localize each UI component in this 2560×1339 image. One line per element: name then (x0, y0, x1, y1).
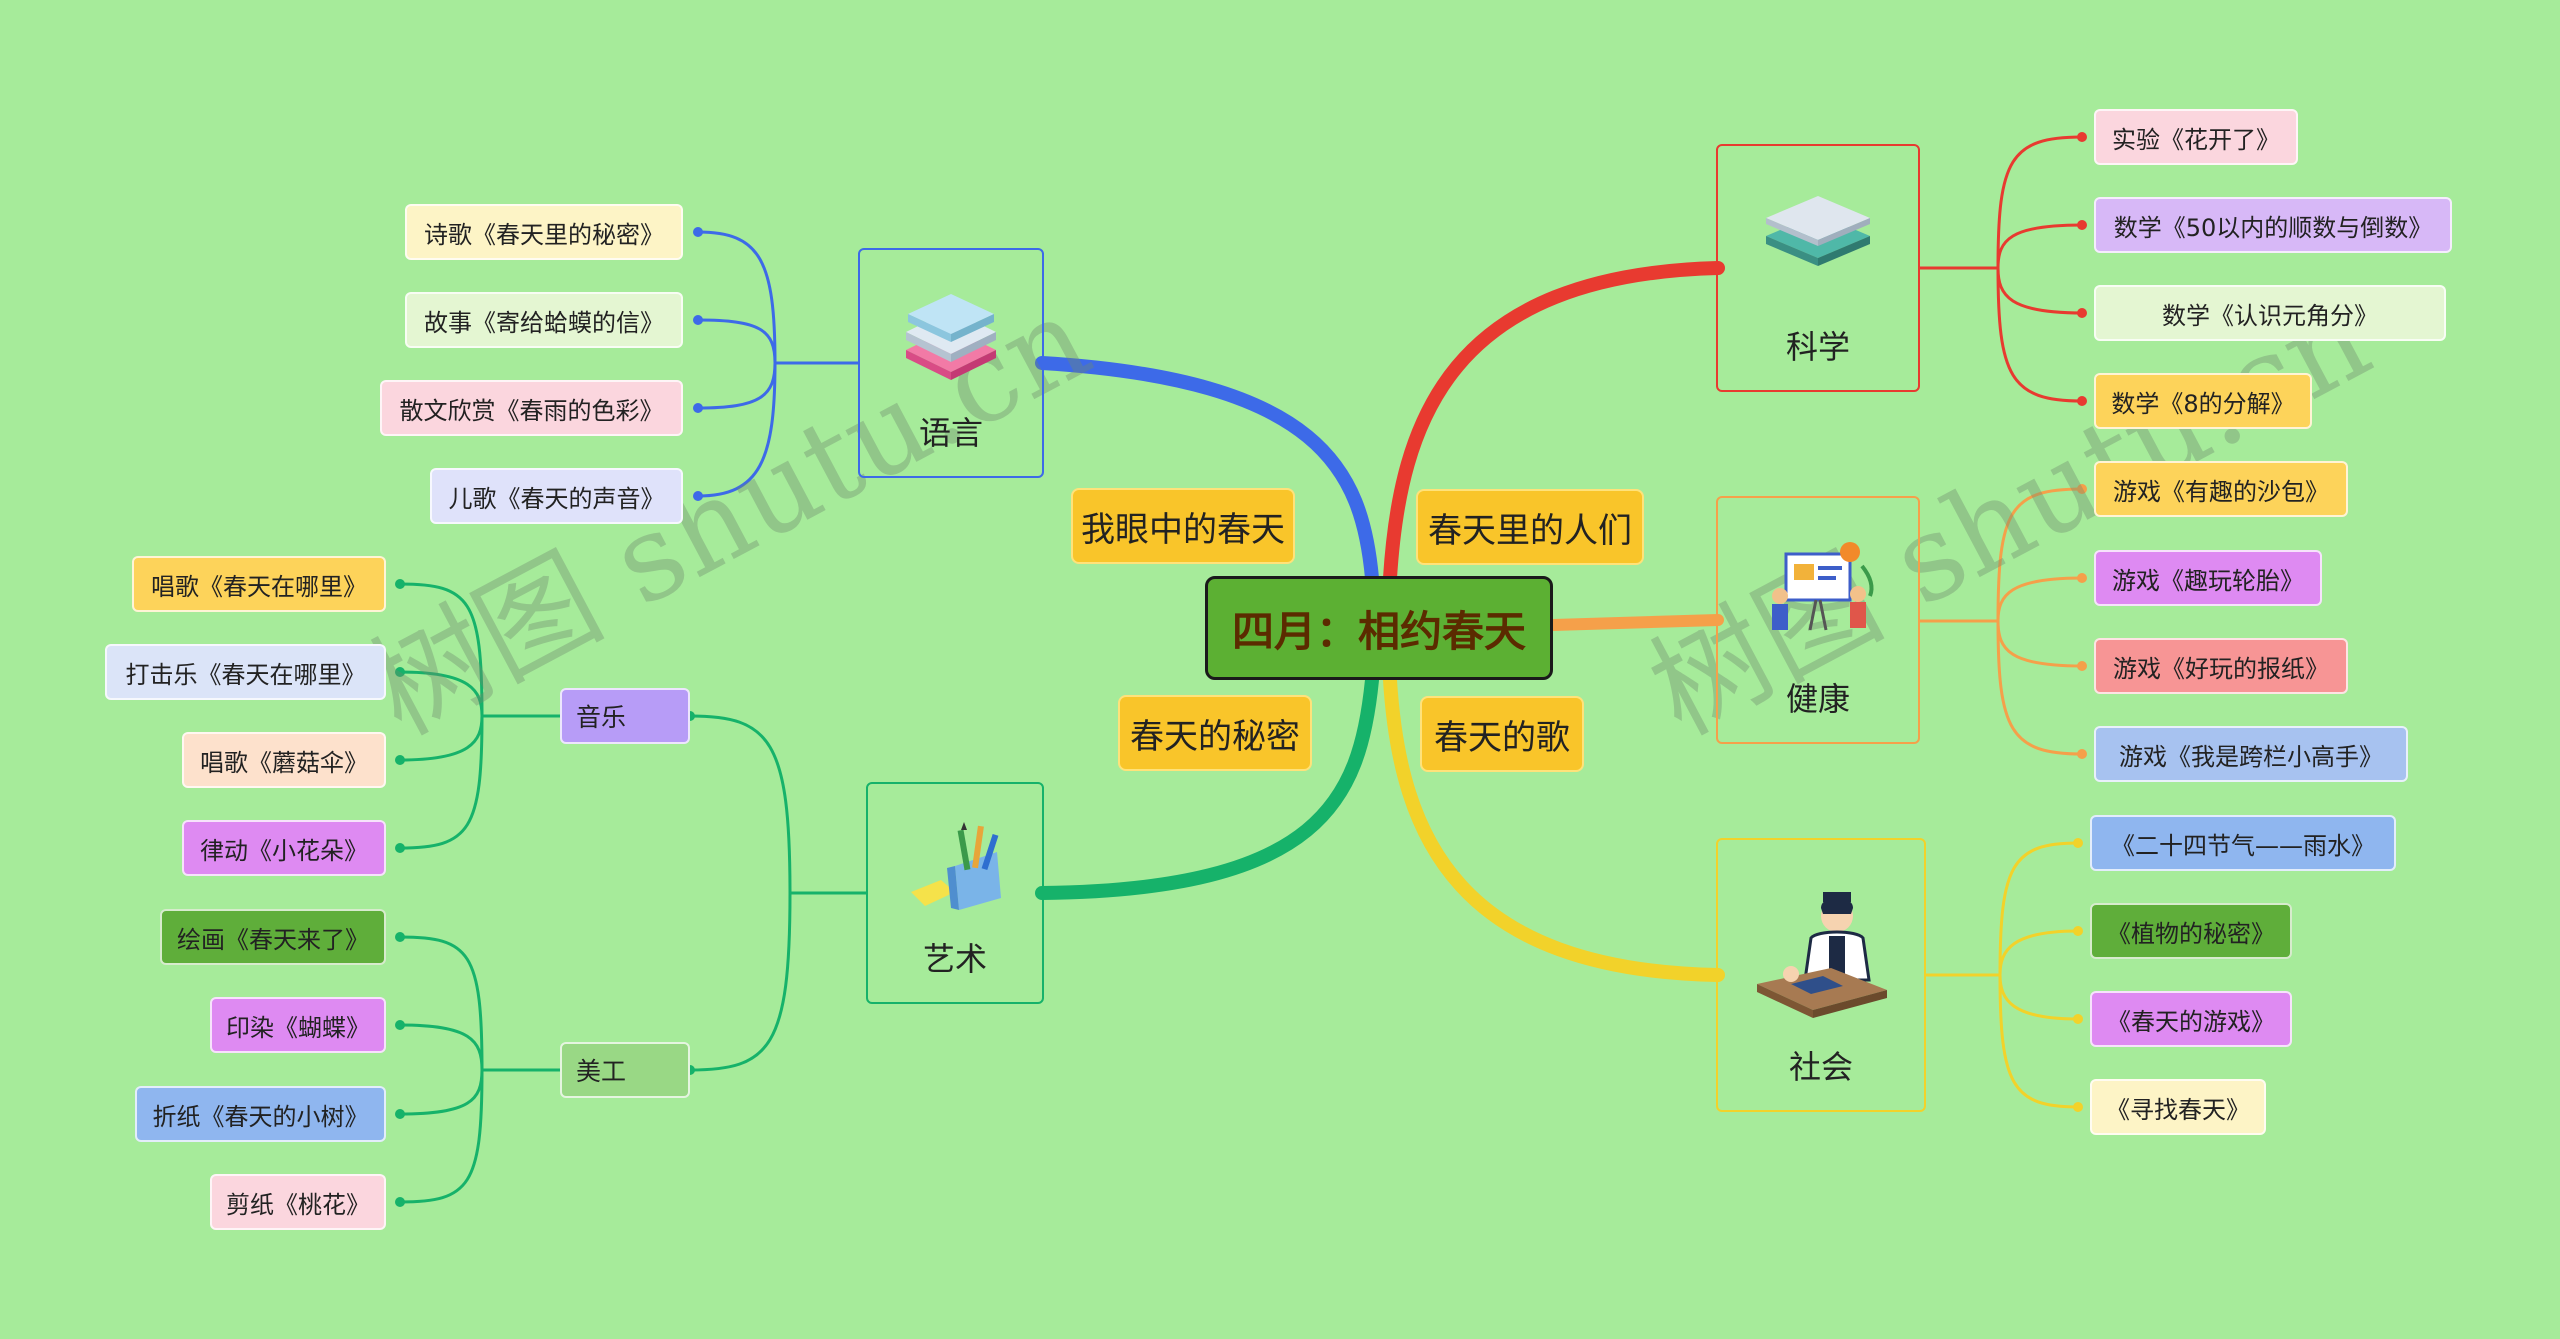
branch-card-science[interactable]: 科学 (1716, 144, 1920, 392)
leaf-science-counting[interactable]: 数学《50以内的顺数与倒数》 (2094, 197, 2452, 253)
branch-line-art (1035, 673, 1379, 900)
books-icon (906, 294, 996, 380)
pencil-cup-icon (911, 822, 1001, 910)
leaf-society-plants[interactable]: 《植物的秘密》 (2090, 903, 2292, 959)
branch-card-art[interactable]: 艺术 (866, 782, 1044, 1004)
leaf-language-rhyme[interactable]: 儿歌《春天的声音》 (430, 468, 683, 524)
leaf-music-mushroom[interactable]: 唱歌《蘑菇伞》 (182, 732, 386, 788)
student-desk-icon (1757, 892, 1887, 1018)
topic-spring-secret[interactable]: 春天的秘密 (1118, 695, 1312, 771)
branch-line-health (1547, 614, 1724, 631)
leaf-society-solar-term[interactable]: 《二十四节气——雨水》 (2090, 815, 2396, 871)
leaf-science-experiment[interactable]: 实验《花开了》 (2094, 109, 2298, 165)
topic-my-spring[interactable]: 我眼中的春天 (1071, 488, 1295, 564)
leaf-society-search[interactable]: 《寻找春天》 (2090, 1079, 2266, 1135)
central-topic[interactable]: 四月：相约春天 (1205, 576, 1553, 680)
presentation-icon (1772, 542, 1874, 631)
branch-label-science: 科学 (1785, 328, 1850, 366)
branch-label-language: 语言 (918, 414, 983, 452)
branch-label-art: 艺术 (922, 940, 987, 978)
leaf-health-newspaper[interactable]: 游戏《好玩的报纸》 (2094, 638, 2348, 694)
branch-line-science (1383, 261, 1725, 585)
subtopic-music[interactable]: 音乐 (560, 688, 690, 744)
leaf-craft-painting[interactable]: 绘画《春天来了》 (160, 909, 386, 965)
subtopic-craft[interactable]: 美工 (560, 1042, 690, 1098)
leaf-music-song-where[interactable]: 唱歌《春天在哪里》 (132, 556, 386, 612)
branch-card-language[interactable]: 语言 (858, 248, 1044, 478)
leaf-health-tire[interactable]: 游戏《趣玩轮胎》 (2094, 550, 2322, 606)
leaf-science-money[interactable]: 数学《认识元角分》 (2094, 285, 2446, 341)
branch-line-society (1383, 673, 1725, 982)
leaf-society-games[interactable]: 《春天的游戏》 (2090, 991, 2292, 1047)
leaf-language-prose[interactable]: 散文欣赏《春雨的色彩》 (380, 380, 683, 436)
leaf-science-decompose[interactable]: 数学《8的分解》 (2094, 373, 2312, 429)
branch-line-language (1035, 356, 1379, 585)
branch-label-society: 社会 (1788, 1048, 1853, 1086)
topic-spring-song[interactable]: 春天的歌 (1420, 696, 1584, 772)
branch-card-health[interactable]: 健康 (1716, 496, 1920, 744)
leaf-health-sandbag[interactable]: 游戏《有趣的沙包》 (2094, 461, 2348, 517)
leaf-music-percussion[interactable]: 打击乐《春天在哪里》 (105, 644, 386, 700)
branch-label-health: 健康 (1785, 680, 1850, 718)
leaf-music-rhythm[interactable]: 律动《小花朵》 (182, 820, 386, 876)
topic-spring-people[interactable]: 春天里的人们 (1416, 489, 1644, 565)
leaf-language-story[interactable]: 故事《寄给蛤蟆的信》 (405, 292, 683, 348)
branch-card-society[interactable]: 社会 (1716, 838, 1926, 1112)
stacked-papers-icon (1766, 196, 1870, 266)
leaf-craft-papercut[interactable]: 剪纸《桃花》 (210, 1174, 386, 1230)
leaf-health-hurdle[interactable]: 游戏《我是跨栏小高手》 (2094, 726, 2408, 782)
leaf-craft-dyeing[interactable]: 印染《蝴蝶》 (210, 997, 386, 1053)
leaf-craft-origami[interactable]: 折纸《春天的小树》 (135, 1086, 386, 1142)
leaf-language-poem[interactable]: 诗歌《春天里的秘密》 (405, 204, 683, 260)
